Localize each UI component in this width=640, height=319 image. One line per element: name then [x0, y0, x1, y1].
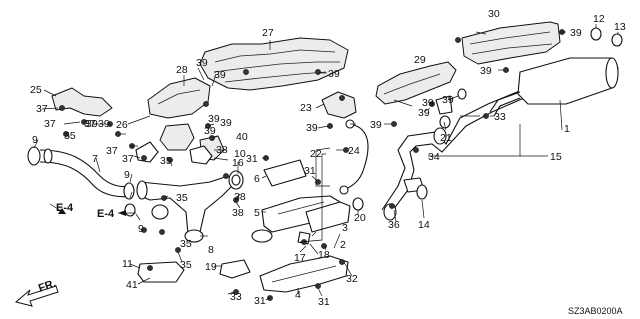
callout-34: 34 [428, 151, 440, 163]
callout-39k: 39 [480, 65, 492, 77]
callout-10: 10 [234, 148, 246, 160]
ref-label-a: E-4 [56, 202, 74, 214]
callout-39g: 39 [306, 122, 318, 134]
callout-37b: 37 [44, 118, 56, 130]
heat-shield-26 [159, 123, 195, 151]
callout-8: 8 [208, 244, 214, 256]
callout-17: 17 [294, 252, 306, 264]
muffler-1 [489, 57, 619, 117]
callout-4: 4 [295, 289, 301, 301]
front-label: FR. [37, 277, 58, 294]
callout-39h: 39 [370, 119, 382, 131]
callout-31b: 31 [304, 165, 316, 177]
y-pipe-8 [136, 170, 244, 243]
callout-41: 41 [126, 279, 138, 291]
ref-label-b: E-4 [97, 208, 115, 220]
callout-40: 40 [236, 131, 248, 143]
front-arrow-icon [14, 285, 59, 307]
callout-39l: 39 [570, 27, 582, 39]
callout-33a: 33 [494, 111, 506, 123]
callout-39j: 39 [418, 107, 430, 119]
callout-35b: 35 [160, 155, 172, 167]
callout-39c: 39 [214, 69, 226, 81]
callout-12: 12 [593, 13, 605, 25]
callout-2: 2 [340, 239, 346, 251]
heat-shield-27 [199, 37, 349, 91]
diagram-code: SZ3AB0200A [568, 306, 623, 316]
callout-9b: 9 [124, 169, 130, 181]
center-pipe-15 [381, 89, 525, 221]
callout-14: 14 [418, 219, 430, 231]
callout-22: 22 [310, 148, 322, 160]
callout-19: 19 [205, 261, 217, 273]
heat-shield-23 [321, 91, 357, 119]
callout-39m: 39 [442, 94, 454, 106]
ref-e4-a [49, 203, 67, 215]
sensor-wire-22 [339, 119, 369, 195]
heat-shield-30 [461, 21, 561, 65]
callout-20: 20 [354, 212, 366, 224]
converter-3 [305, 201, 351, 233]
callout-36: 36 [388, 219, 400, 231]
callout-37e: 37 [84, 118, 96, 130]
callout-38b: 38 [234, 191, 246, 203]
callout-35d: 35 [180, 238, 192, 250]
heat-shield-28 [147, 77, 211, 119]
callout-39f: 39 [204, 125, 216, 137]
callout-39e: 39 [208, 113, 220, 125]
front-pipe-7 [27, 146, 135, 200]
callout-9c: 9 [138, 223, 144, 235]
callout-28: 28 [176, 64, 188, 76]
callout-29: 29 [414, 54, 426, 66]
callout-31c: 31 [254, 295, 266, 307]
callout-3: 3 [342, 222, 348, 234]
callout-32: 32 [346, 273, 358, 285]
callout-37a: 37 [36, 103, 48, 115]
callout-6: 6 [254, 173, 260, 185]
callout-35e: 35 [180, 259, 192, 271]
callout-27: 27 [262, 27, 274, 39]
callout-25: 25 [30, 84, 42, 96]
callout-21: 21 [440, 132, 452, 144]
callout-26: 26 [116, 119, 128, 131]
callout-23: 23 [300, 102, 312, 114]
callout-35c: 35 [176, 192, 188, 204]
bracket-21 [435, 95, 453, 115]
callout-37d: 37 [122, 153, 134, 165]
callout-39b: 39 [196, 57, 208, 69]
callout-38c: 38 [232, 207, 244, 219]
callout-35a: 35 [64, 130, 76, 142]
ref-e4-b [118, 210, 136, 216]
callout-1: 1 [564, 123, 570, 135]
converter-6 [263, 159, 307, 187]
callout-5: 5 [254, 207, 260, 219]
callout-39o: 39 [98, 118, 110, 130]
callout-39i: 39 [422, 97, 434, 109]
bracket-11 [137, 261, 185, 283]
callout-31a: 31 [246, 153, 258, 165]
heat-shield-25 [51, 87, 113, 117]
callout-18: 18 [318, 249, 330, 261]
callout-30: 30 [488, 8, 500, 20]
callout-11: 11 [122, 258, 133, 270]
callout-39d: 39 [86, 118, 98, 130]
callout-13: 13 [614, 21, 626, 33]
bracket-19 [219, 259, 251, 279]
callout-37c: 37 [106, 145, 118, 157]
callout-39n: 39 [220, 117, 232, 129]
leader-lines [33, 24, 619, 301]
callout-38a: 38 [216, 144, 228, 156]
callout-31d: 31 [318, 296, 330, 308]
callout-24: 24 [348, 145, 360, 157]
callout-33b: 33 [230, 291, 242, 303]
callout-7: 7 [92, 153, 98, 165]
heat-shield-29 [375, 61, 457, 105]
callout-15: 15 [550, 151, 562, 163]
callout-39a: 39 [328, 68, 340, 80]
callout-16: 16 [232, 157, 244, 169]
callout-9a: 9 [32, 134, 38, 146]
converter-4 [259, 255, 349, 293]
